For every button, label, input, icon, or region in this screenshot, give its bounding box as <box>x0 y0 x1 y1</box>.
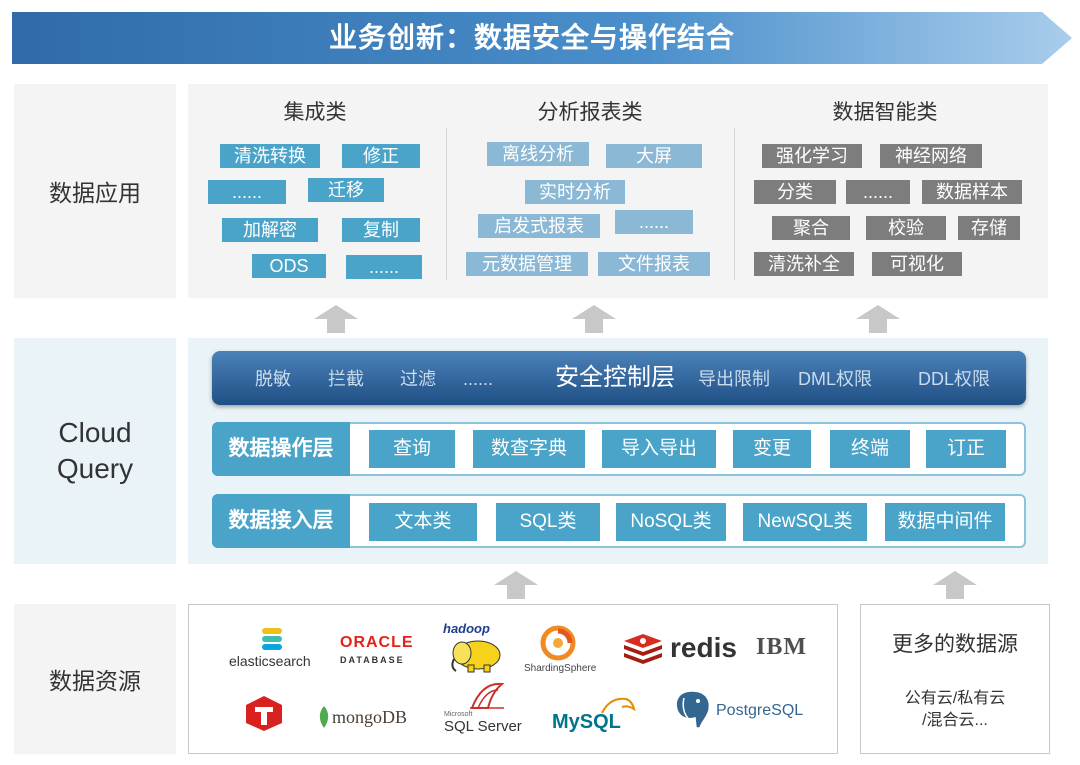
access-text: 文本类 <box>369 503 477 541</box>
tag-storage: 存储 <box>958 216 1020 240</box>
tag-migration: 迁移 <box>308 178 384 202</box>
up-arrow-icon <box>933 571 977 599</box>
op-query: 查询 <box>369 430 455 468</box>
tag-big-screen: 大屏 <box>606 144 702 168</box>
op-terminal: 终端 <box>830 430 910 468</box>
up-arrow-icon <box>494 571 538 599</box>
security-item-export-limit: 导出限制 <box>698 369 770 389</box>
tag-validation: 校验 <box>866 216 946 240</box>
redis-logo-icon <box>624 634 662 664</box>
column-divider <box>734 128 735 280</box>
security-item-dml-permission: DML权限 <box>798 369 873 389</box>
tag-cleanse-transform: 清洗转换 <box>220 144 320 168</box>
more-sources-line1: 公有云/私有云 <box>904 690 1006 707</box>
tag-file-report: 文件报表 <box>598 252 710 276</box>
cloudquery-line2: Query <box>56 453 134 484</box>
banner-title: 业务创新：数据安全与操作结合 <box>328 22 735 53</box>
shardingsphere-logo-icon <box>540 625 576 661</box>
col-title-integration: 集成类 <box>283 101 347 124</box>
tag-visualization: 可视化 <box>872 252 962 276</box>
elasticsearch-logo-icon <box>262 628 282 650</box>
security-item-more: ...... <box>463 369 494 389</box>
tag-reinforcement-learning: 强化学习 <box>762 144 862 168</box>
op-import-export: 导入导出 <box>602 430 716 468</box>
logo-postgresql: PostgreSQL <box>716 702 804 719</box>
access-sql: SQL类 <box>496 503 600 541</box>
logo-oracle: ORACLE <box>340 634 414 651</box>
up-arrow-icon <box>572 305 616 333</box>
tag-replication: 复制 <box>342 218 420 242</box>
security-item-filter: 过滤 <box>400 369 436 389</box>
op-correction: 订正 <box>926 430 1006 468</box>
tag-classification: 分类 <box>754 180 836 204</box>
logo-oracle-database: DATABASE <box>340 655 405 665</box>
logo-elasticsearch: elasticsearch <box>229 653 311 669</box>
column-divider <box>446 128 447 280</box>
access-nosql: NoSQL类 <box>616 503 726 541</box>
op-data-dictionary: 数查字典 <box>473 430 585 468</box>
logo-sqlserver: SQL Server <box>444 718 522 735</box>
tag-data-sample: 数据样本 <box>922 180 1022 204</box>
row-label-apps: 数据应用 <box>14 84 176 298</box>
tag-offline-analysis: 离线分析 <box>487 142 589 166</box>
up-arrow-icon <box>856 305 900 333</box>
security-control-layer <box>212 351 1026 405</box>
tag-neural-network: 神经网络 <box>880 144 982 168</box>
tag-heuristic-report: 启发式报表 <box>478 214 600 238</box>
data-sources-panel <box>188 604 838 754</box>
logo-ibm: IBM <box>756 634 807 660</box>
tag-more: ...... <box>615 210 693 234</box>
logo-redis: redis <box>670 632 737 663</box>
up-arrow-icon <box>314 305 358 333</box>
more-sources-line2: /混合云... <box>922 712 988 729</box>
logo-mysql: MySQL <box>552 711 621 733</box>
more-sources-title: 更多的数据源 <box>892 633 1018 656</box>
postgresql-elephant-icon <box>675 690 711 729</box>
op-change: 变更 <box>733 430 811 468</box>
logo-shardingsphere: ShardingSphere <box>524 663 597 674</box>
access-newsql: NewSQL类 <box>743 503 867 541</box>
data-operation-layer-label: 数据操作层 <box>212 422 350 476</box>
security-item-masking: 脱敏 <box>255 369 291 389</box>
tag-more: ...... <box>846 180 910 204</box>
row-label-cloudquery: Cloud Query <box>14 338 176 564</box>
security-item-ddl-permission: DDL权限 <box>918 369 991 389</box>
logo-sqlserver-microsoft: Microsoft <box>444 711 473 718</box>
tag-encrypt-decrypt: 加解密 <box>222 218 318 242</box>
tag-cleanse-complete: 清洗补全 <box>754 252 854 276</box>
tag-more: ...... <box>208 180 286 204</box>
security-layer-title: 安全控制层 <box>555 364 675 391</box>
logo-hadoop: hadoop <box>443 621 490 636</box>
access-middleware: 数据中间件 <box>885 503 1005 541</box>
tdengine-logo-icon <box>246 696 282 731</box>
col-title-analytics: 分析报表类 <box>537 101 643 124</box>
tag-metadata-management: 元数据管理 <box>466 252 588 276</box>
tag-correction: 修正 <box>342 144 420 168</box>
col-title-intelligence: 数据智能类 <box>832 101 938 124</box>
data-access-layer-label: 数据接入层 <box>212 494 350 548</box>
tag-realtime-analysis: 实时分析 <box>525 180 625 204</box>
tag-aggregation: 聚合 <box>772 216 850 240</box>
banner: 业务创新：数据安全与操作结合 <box>12 8 1074 68</box>
banner-arrow-shape <box>12 12 1072 64</box>
logo-mongodb: mongoDB <box>332 707 408 727</box>
tag-more: ...... <box>346 255 422 279</box>
cloudquery-line1: Cloud <box>58 417 132 448</box>
hadoop-elephant-icon <box>451 640 501 673</box>
mongodb-leaf-icon <box>319 706 329 728</box>
more-sources-panel <box>860 604 1050 754</box>
mysql-dolphin-icon <box>601 697 636 714</box>
row-label-sources: 数据资源 <box>14 604 176 754</box>
sqlserver-logo-icon <box>470 682 505 709</box>
security-item-intercept: 拦截 <box>328 369 364 389</box>
tag-ods: ODS <box>252 254 326 278</box>
